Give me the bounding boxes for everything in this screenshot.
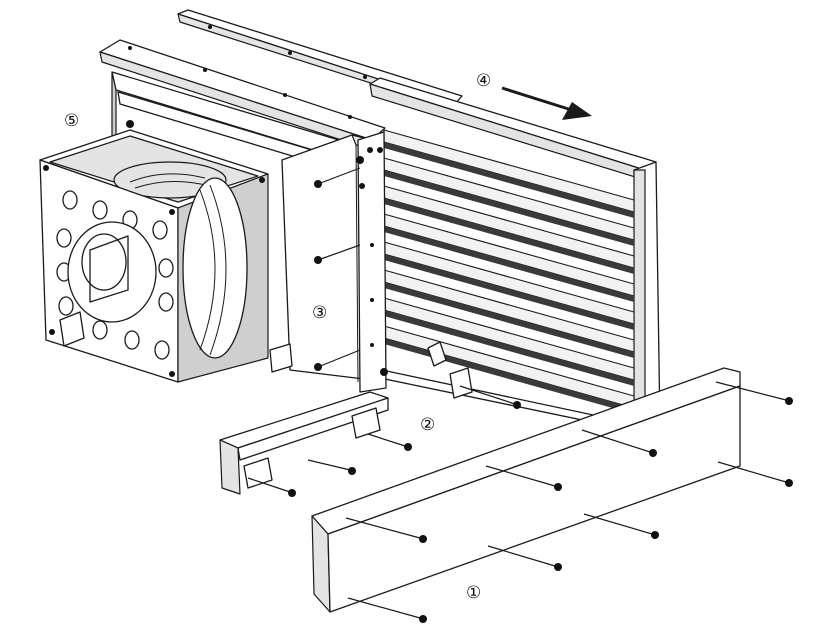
front-cover: [311, 367, 793, 623]
callout-front-cover: ①: [466, 583, 481, 603]
callout-fan-unit: ⑤: [64, 111, 79, 131]
louver-assembly: [369, 77, 661, 433]
fan-unit: [39, 129, 293, 383]
direction-arrow: [501, 86, 592, 120]
callout-louver-direction: ④: [476, 71, 491, 91]
callout-base-bracket: ②: [420, 415, 435, 435]
base-bracket: [219, 367, 521, 497]
callout-side-panel: ③: [312, 303, 327, 323]
fan-vent-holes: [56, 190, 174, 360]
louver-slats: [383, 129, 635, 414]
side-panel: [281, 131, 388, 393]
